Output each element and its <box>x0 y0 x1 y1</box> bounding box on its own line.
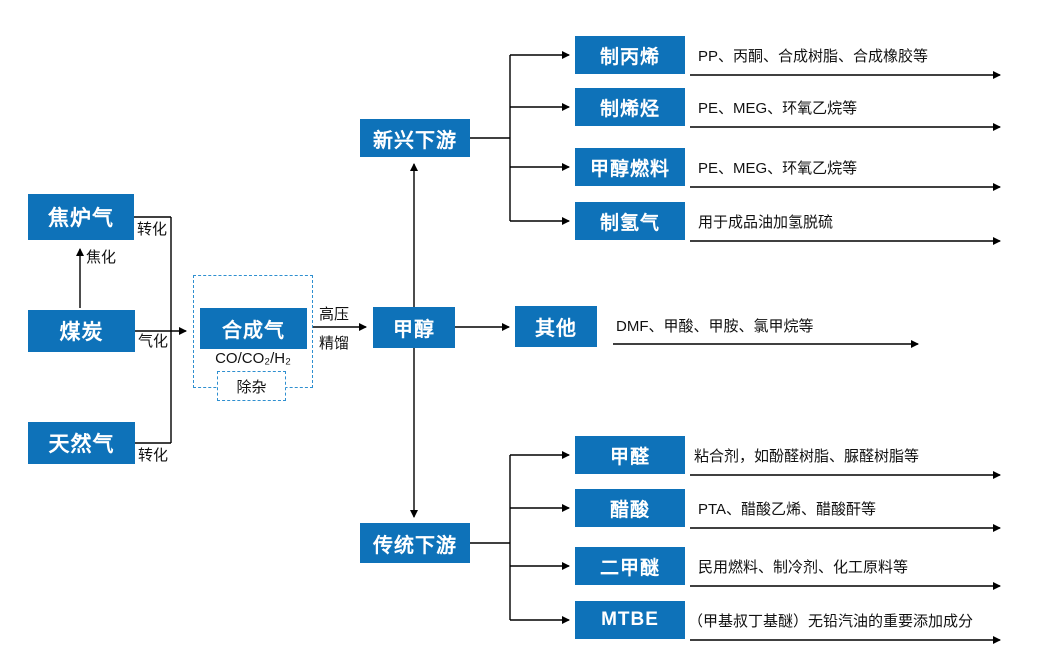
node-natural-gas: 天然气 <box>28 422 135 464</box>
node-propylene: 制丙烯 <box>575 36 685 74</box>
node-hydrogen: 制氢气 <box>575 202 685 240</box>
node-olefins: 制烯烃 <box>575 88 685 126</box>
node-acetic-acid: 醋酸 <box>575 489 685 527</box>
desc-acetic-acid: PTA、醋酸乙烯、醋酸酐等 <box>698 500 877 518</box>
node-mtbe: MTBE <box>575 601 685 639</box>
label-distillation: 精馏 <box>318 335 349 352</box>
node-methanol: 甲醇 <box>373 307 455 348</box>
source-connectors <box>76 216 187 444</box>
desc-other: DMF、甲酸、甲胺、氯甲烷等 <box>616 317 814 335</box>
node-coal: 煤炭 <box>28 310 135 352</box>
desc-formaldehyde: 粘合剂，如酚醛树脂、脲醛树脂等 <box>694 447 920 465</box>
node-coke-oven-gas: 焦炉气 <box>28 194 134 240</box>
node-traditional-downstream: 传统下游 <box>360 523 470 563</box>
desc-propylene: PP、丙酮、合成树脂、合成橡胶等 <box>698 47 929 65</box>
label-coking: 焦化 <box>86 249 117 266</box>
syngas-composition: CO/CO₂/H₂ <box>215 350 291 367</box>
emerging-branch-connectors <box>470 51 570 225</box>
node-methanol-fuel: 甲醇燃料 <box>575 148 685 186</box>
desc-mtbe: （甲基叔丁基醚）无铅汽油的重要添加成分 <box>688 612 974 630</box>
impurity-removal-box: 除杂 <box>217 371 286 401</box>
node-other: 其他 <box>515 306 597 347</box>
label-conversion-bottom: 转化 <box>138 447 169 464</box>
desc-dme: 民用燃料、制冷剂、化工原料等 <box>698 558 909 576</box>
node-dme: 二甲醚 <box>575 547 685 585</box>
description-arrows <box>613 71 1001 644</box>
desc-methanol-fuel: PE、MEG、环氧乙烷等 <box>698 159 858 177</box>
node-syngas: 合成气 <box>200 308 307 349</box>
label-gasification: 气化 <box>138 333 169 350</box>
desc-olefins: PE、MEG、环氧乙烷等 <box>698 99 858 117</box>
node-emerging-downstream: 新兴下游 <box>360 119 470 157</box>
methanol-connectors <box>313 163 510 518</box>
label-conversion-top: 转化 <box>137 221 168 238</box>
node-formaldehyde: 甲醛 <box>575 436 685 474</box>
traditional-branch-connectors <box>470 451 570 624</box>
label-high-pressure: 高压 <box>318 306 349 323</box>
desc-hydrogen: 用于成品油加氢脱硫 <box>698 213 834 231</box>
